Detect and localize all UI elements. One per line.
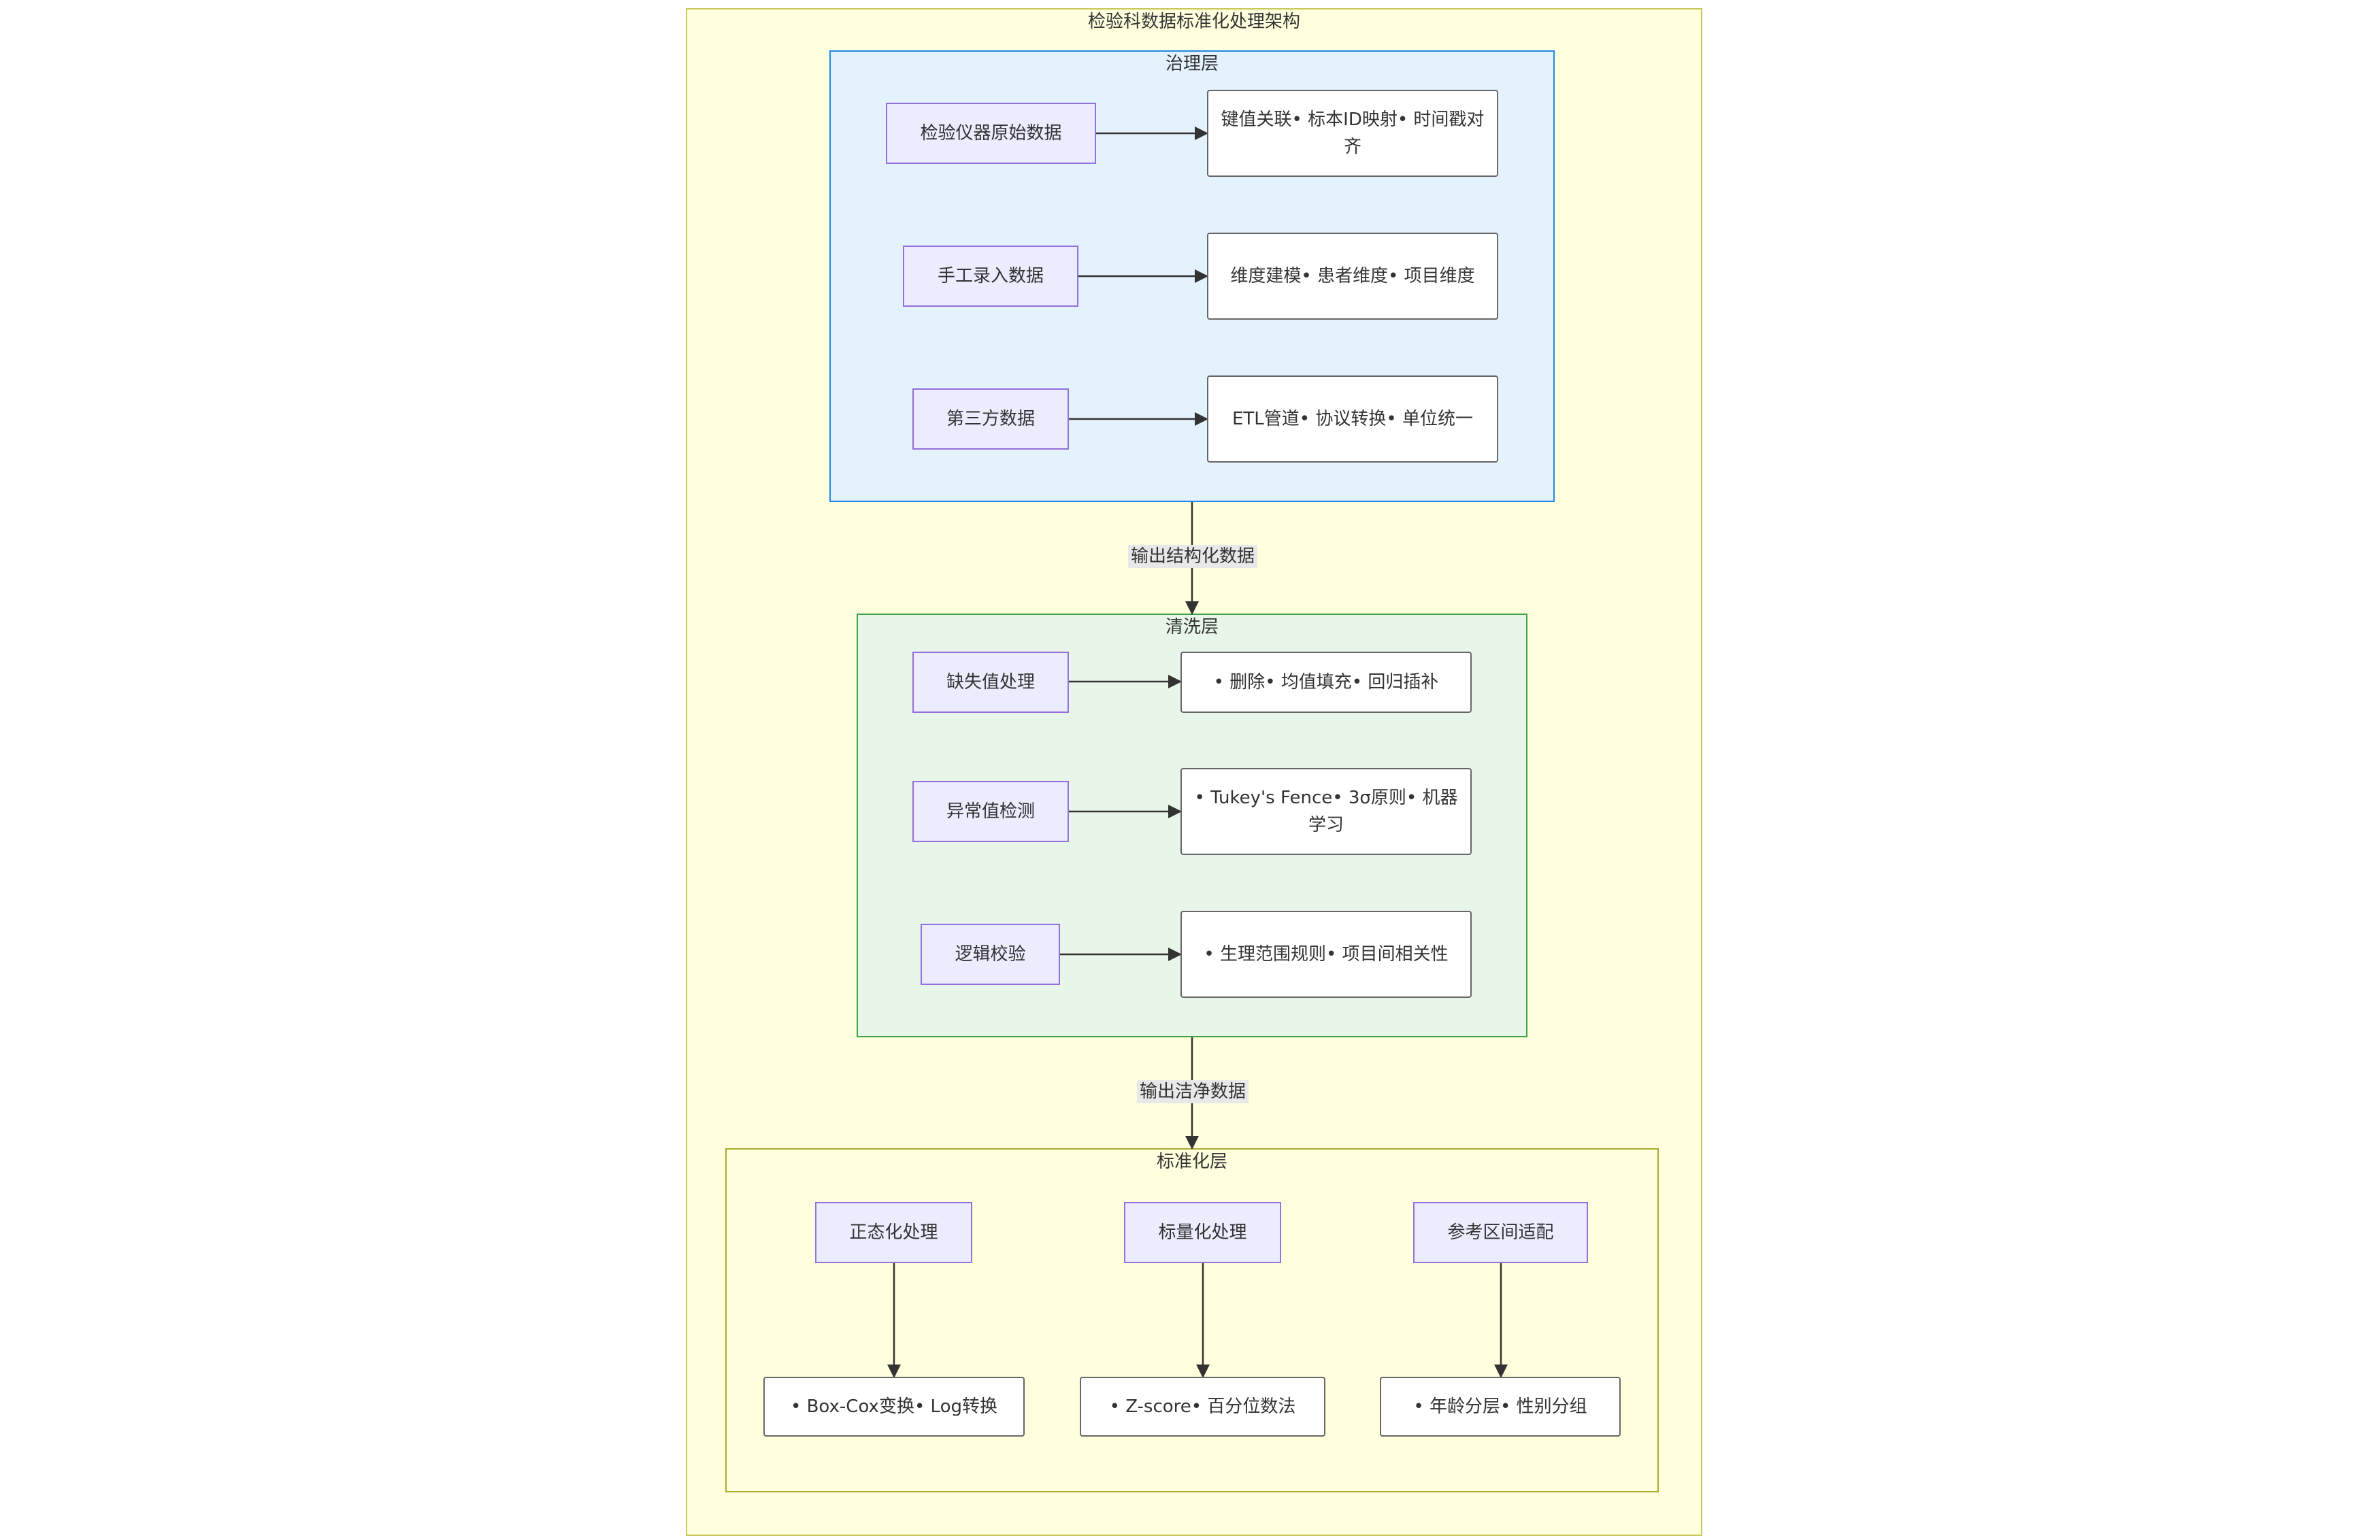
- node-scalarization-methods[interactable]: • Z-score• 百分位数法: [1080, 1377, 1325, 1437]
- governance-layer-title: 治理层: [1165, 54, 1219, 74]
- cleaning-layer-title: 清洗层: [1165, 617, 1219, 637]
- edge-label-structured-data: 输出结构化数据: [1128, 545, 1258, 568]
- node-dimension-modeling[interactable]: 维度建模• 患者维度• 项目维度: [1207, 233, 1498, 320]
- node-logic-methods[interactable]: • 生理范围规则• 项目间相关性: [1180, 911, 1472, 998]
- node-logic-check[interactable]: 逻辑校验: [921, 924, 1060, 985]
- node-key-association[interactable]: 键值关联• 标本ID映射• 时间戳对齐: [1207, 90, 1498, 177]
- node-reference-methods[interactable]: • 年龄分层• 性别分组: [1380, 1377, 1621, 1437]
- node-manual-entry-data[interactable]: 手工录入数据: [903, 246, 1078, 307]
- node-outlier-methods[interactable]: • Tukey's Fence• 3σ原则• 机器学习: [1180, 768, 1472, 855]
- node-normalization-methods[interactable]: • Box-Cox变换• Log转换: [763, 1377, 1025, 1437]
- node-etl-pipeline[interactable]: ETL管道• 协议转换• 单位统一: [1207, 375, 1498, 463]
- edge-label-clean-data: 输出洁净数据: [1137, 1080, 1249, 1103]
- node-scalarization[interactable]: 标量化处理: [1124, 1202, 1281, 1263]
- node-normalization[interactable]: 正态化处理: [815, 1202, 972, 1263]
- node-instrument-raw-data[interactable]: 检验仪器原始数据: [886, 103, 1096, 164]
- node-third-party-data[interactable]: 第三方数据: [912, 388, 1069, 450]
- node-outlier-detection[interactable]: 异常值检测: [912, 781, 1069, 842]
- standardization-layer-title: 标准化层: [1156, 1152, 1227, 1172]
- node-missing-value[interactable]: 缺失值处理: [912, 652, 1069, 713]
- node-missing-methods[interactable]: • 删除• 均值填充• 回归插补: [1180, 652, 1472, 713]
- node-reference-interval[interactable]: 参考区间适配: [1413, 1202, 1588, 1263]
- outer-title: 检验科数据标准化处理架构: [1087, 12, 1300, 32]
